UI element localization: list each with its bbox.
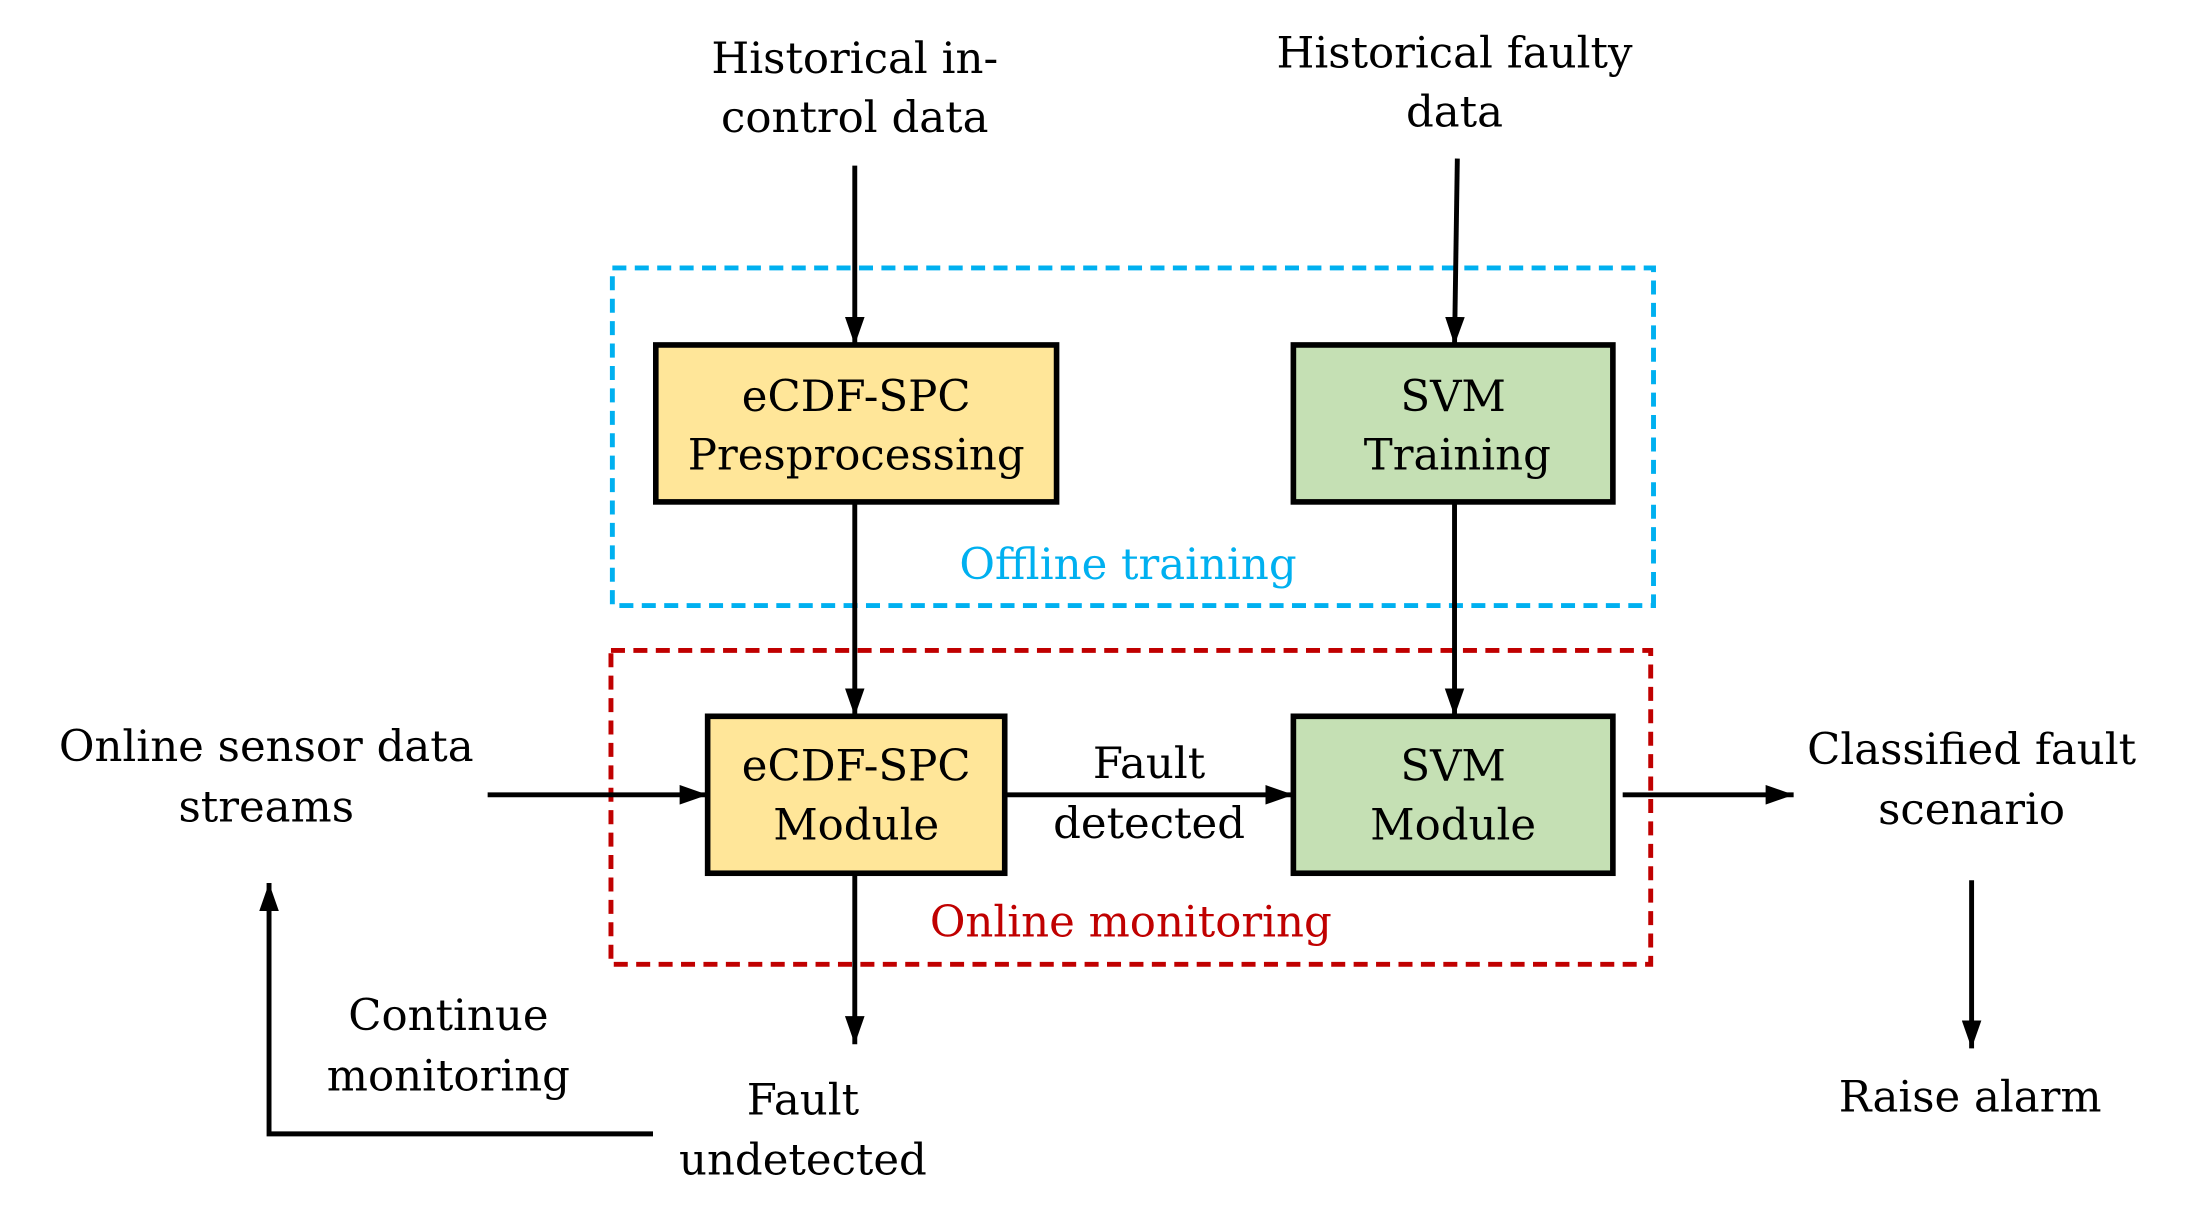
output-undetected: undetected <box>679 1136 927 1186</box>
output-raise-alarm: Raise alarm <box>1839 1072 2102 1122</box>
edge-continue-monitoring: monitoring <box>327 1051 570 1101</box>
input-historical-in-control: control data <box>721 93 989 143</box>
arrow-continue-monitoring <box>259 883 653 1137</box>
block-svm-module: SVM Module <box>1290 713 1616 877</box>
arrow-faulty-to-svm-training <box>1445 158 1465 345</box>
edge-continue-monitoring: Continue <box>348 991 548 1041</box>
block-ecdf-module: eCDF-SPC Module <box>704 713 1008 877</box>
output-classified: scenario <box>1878 785 2065 835</box>
block-label: SVM <box>1400 372 1506 422</box>
online-monitoring-label: Online monitoring <box>930 897 1332 947</box>
input-online-stream: Online sensor data <box>59 722 474 772</box>
edge-fault-detected: Fault <box>1093 739 1206 789</box>
block-label: Presprocessing <box>688 431 1025 481</box>
block-label: eCDF-SPC <box>742 742 971 792</box>
block-svm-training: SVM Training <box>1290 342 1616 505</box>
input-online-stream: streams <box>178 782 354 832</box>
block-label: eCDF-SPC <box>742 372 971 422</box>
input-historical-in-control: Historical in- <box>711 34 998 84</box>
block-label: Training <box>1364 431 1551 481</box>
output-undetected: Fault <box>747 1075 860 1125</box>
block-ecdf-preprocessing: eCDF-SPC Presprocessing <box>652 342 1060 505</box>
block-label: Module <box>773 801 939 851</box>
output-classified: Classified fault <box>1807 725 2137 775</box>
block-label: SVM <box>1400 742 1506 792</box>
edge-fault-detected: detected <box>1053 799 1245 849</box>
input-historical-faulty: Historical faulty <box>1277 29 1633 79</box>
block-label: Module <box>1370 801 1536 851</box>
offline-training-label: Offline training <box>959 540 1296 590</box>
online-monitoring-region <box>608 647 1654 967</box>
input-historical-faulty: data <box>1406 87 1503 137</box>
offline-training-region <box>609 265 1656 609</box>
